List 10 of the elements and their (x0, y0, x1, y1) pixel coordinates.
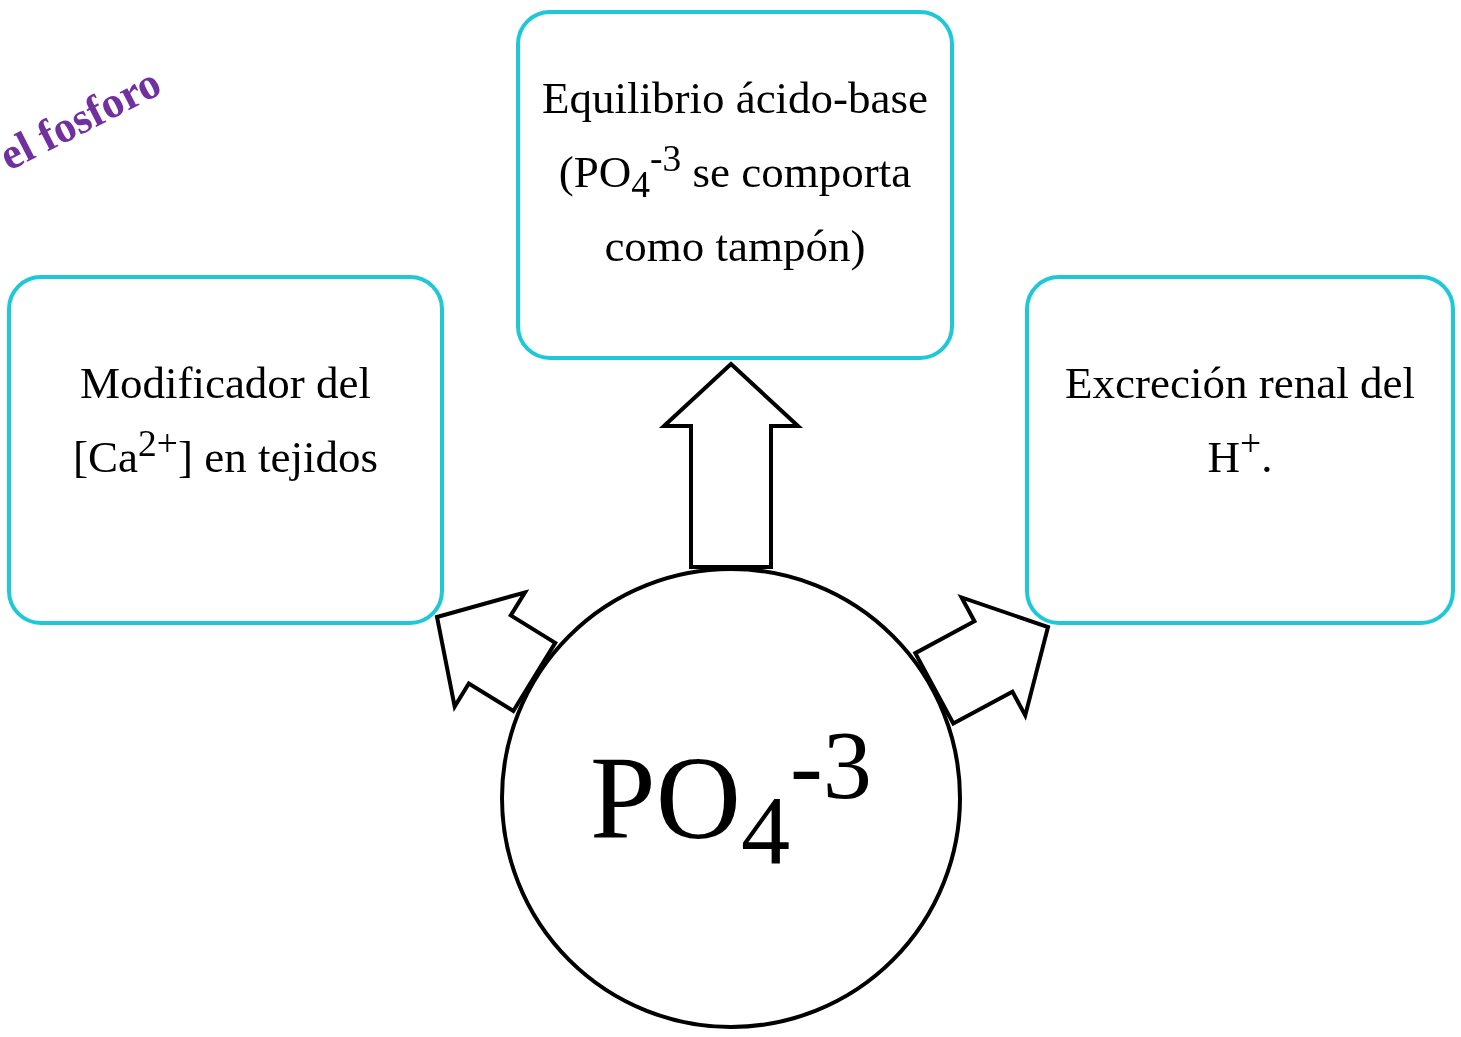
box-text: Equilibrio ácido-base (PO$_{4}$$^{-3}$ se comporta como tampón) (540, 72, 930, 273)
block-arrow (658, 361, 804, 569)
text-box (7, 275, 444, 625)
title-text: el fosforo (0, 56, 169, 181)
block-arrow (434, 589, 558, 714)
box-text: Modificador del [Ca$^{2+}$] en tejidos (72, 356, 379, 484)
block-arrow (912, 593, 1051, 727)
text-box (1025, 275, 1455, 625)
box-text: Excreción renal del H$^{+}$. (1064, 356, 1416, 484)
text-box (516, 10, 954, 360)
